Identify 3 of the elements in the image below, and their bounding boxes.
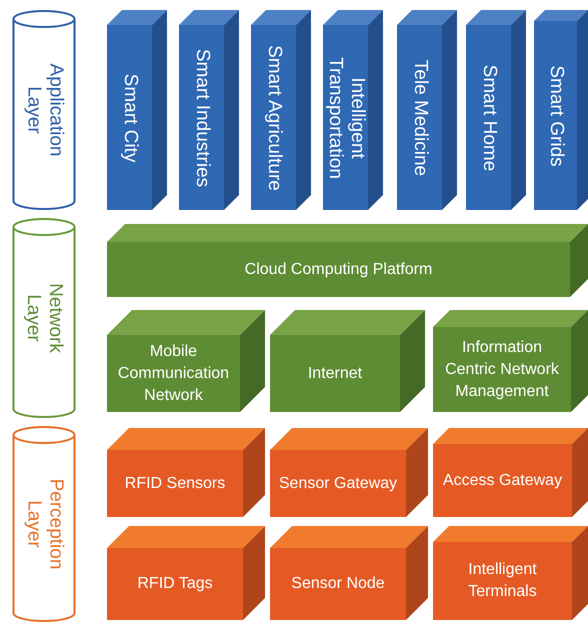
layer-cylinder: Perception Layer (12, 426, 76, 622)
layer-cylinder: Network Layer (12, 218, 76, 418)
layer-cylinder: Application Layer (12, 10, 76, 210)
